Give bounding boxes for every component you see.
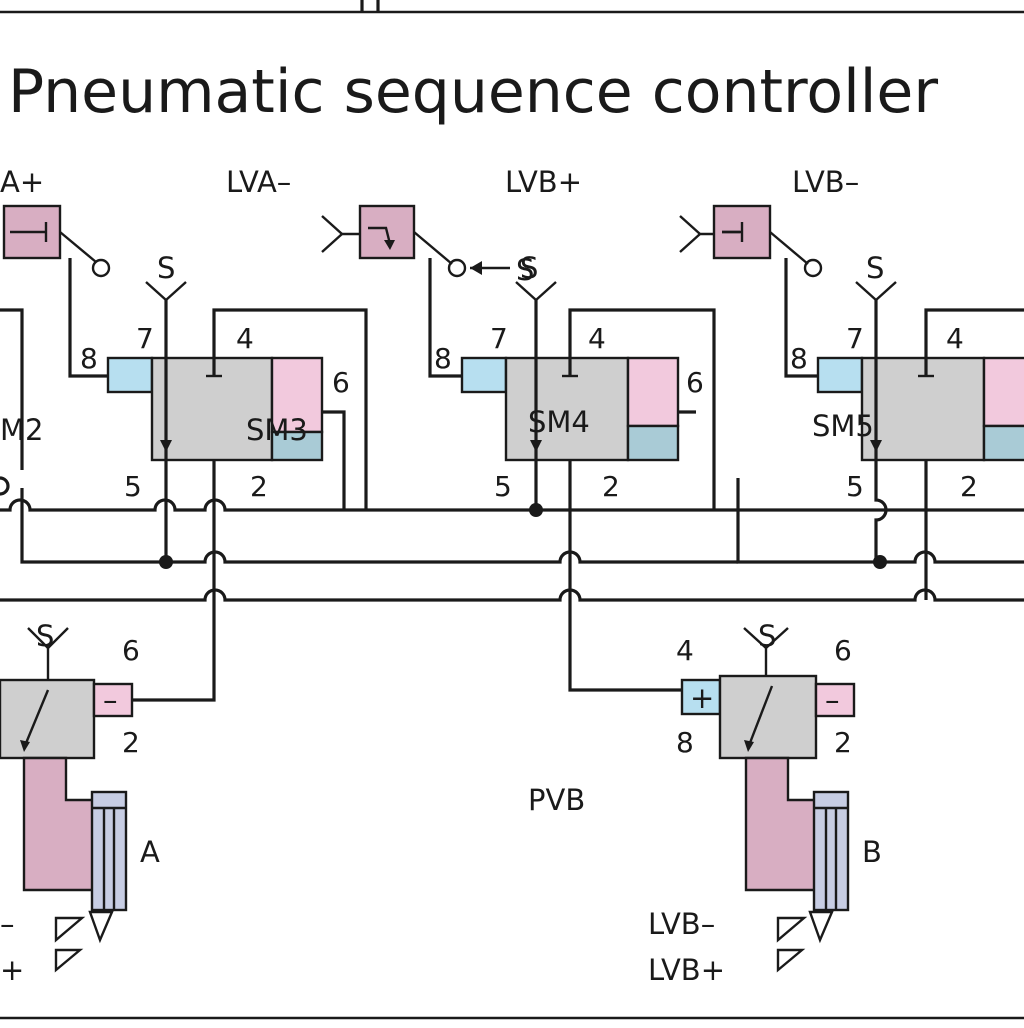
label-bottom-lvb-minus: LVB–: [648, 907, 715, 941]
sm4-port-4: 4: [588, 322, 606, 355]
sm5-port-2: 2: [960, 470, 978, 503]
label-s-valve-b: S: [758, 619, 776, 653]
sm5-name: SM5: [812, 409, 874, 443]
power-valve-a: –: [0, 627, 134, 973]
label-bottom-left-minus: –: [0, 907, 15, 941]
label-s-sm3: S: [157, 251, 175, 285]
label-lvb-minus: LVB–: [792, 165, 859, 199]
limit-valve-lva-plus: [2, 204, 111, 278]
sm3-port-5: 5: [124, 470, 142, 503]
limit-valve-lva-minus: S: [321, 204, 534, 287]
sm4-port-2: 2: [602, 470, 620, 503]
sm4-port-6: 6: [686, 366, 704, 399]
sm3-name: SM3: [246, 413, 308, 447]
sm4-name: SM4: [528, 405, 590, 439]
valve-b-minus: –: [825, 683, 840, 717]
label-s-valve-a: S: [36, 619, 54, 653]
label-lvb-plus: LVB+: [505, 165, 582, 199]
label-pvb: PVB: [528, 783, 585, 817]
valve-a-port-6: 6: [122, 634, 140, 667]
sm5-port-4: 4: [946, 322, 964, 355]
sm5-port-5: 5: [846, 470, 864, 503]
m2-name: M2: [0, 413, 43, 447]
sm5-port-8: 8: [790, 342, 808, 375]
valve-b-port-4: 4: [676, 634, 694, 667]
valve-b-port-8: 8: [676, 726, 694, 759]
sm5-port-7: 7: [846, 322, 864, 355]
sm3-port-8: 8: [80, 342, 98, 375]
valve-a-port-2: 2: [122, 726, 140, 759]
sm4-port-8: 8: [434, 342, 452, 375]
sm3-port-2: 2: [250, 470, 268, 503]
label-lva-plus: A+: [0, 165, 44, 199]
module-sm4: [460, 281, 716, 692]
sm4-port-7: 7: [490, 322, 508, 355]
label-s-sm5: S: [866, 251, 884, 285]
signal-lines: [68, 258, 818, 378]
valve-b-port-2: 2: [834, 726, 852, 759]
label-bottom-lvb-plus: LVB+: [648, 953, 725, 987]
valve-b-plus: +: [690, 681, 714, 715]
label-s-sm4: S: [520, 251, 538, 285]
label-bottom-left-plus: +: [0, 953, 24, 987]
sm3-port-4: 4: [236, 322, 254, 355]
sm3-port-7: 7: [136, 322, 154, 355]
label-s-lva-minus: S: [516, 253, 534, 287]
label-cylinder-b: B: [862, 835, 882, 869]
module-sm5: [816, 281, 1024, 600]
diagram-title: Pneumatic sequence controller: [8, 57, 938, 127]
valve-b-port-6: 6: [834, 634, 852, 667]
sm4-port-5: 5: [494, 470, 512, 503]
label-cylinder-a: A: [140, 835, 160, 869]
limit-valve-lvb-plus: [679, 204, 823, 278]
power-valve-b: + –: [680, 627, 856, 973]
valve-a-minus: –: [103, 683, 118, 717]
label-lva-minus: LVA–: [226, 165, 291, 199]
sm3-port-6: 6: [332, 366, 350, 399]
module-sm3: S: [106, 251, 368, 702]
